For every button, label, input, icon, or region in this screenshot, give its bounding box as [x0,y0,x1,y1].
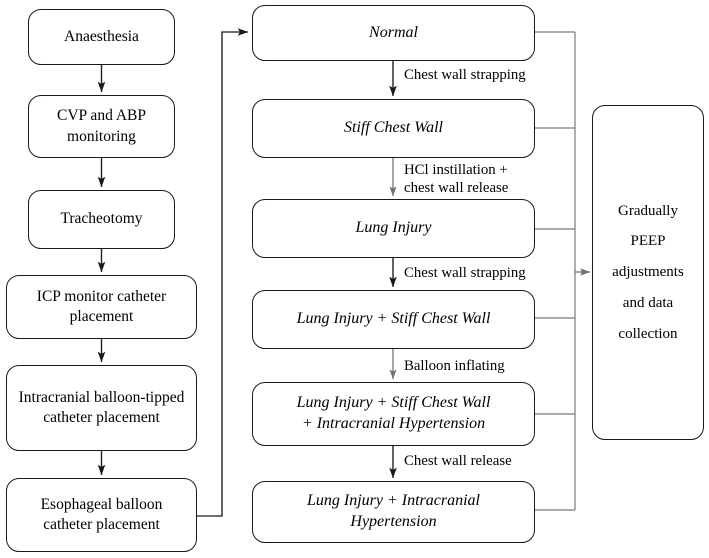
node-anaesthesia[interactable]: Anaesthesia [28,9,175,65]
edge-label-chest-wall-strapping-2: Chest wall strapping [404,265,526,281]
edge-esophageal-to-normal [197,28,249,517]
node-tracheotomy[interactable]: Tracheotomy [28,190,175,249]
node-stiff-chest-wall[interactable]: Stiff Chest Wall [252,99,535,158]
node-lung-injury[interactable]: Lung Injury [252,199,535,258]
edge-label-balloon-inflating: Balloon inflating [404,358,505,374]
edge-label-chest-wall-release: Chest wall release [404,453,512,469]
node-lung-injury-stiff-chest-wall[interactable]: Lung Injury + Stiff Chest Wall [252,290,535,349]
node-normal[interactable]: Normal [252,5,535,61]
edge-label-chest-wall-strapping-1: Chest wall strapping [404,67,526,83]
node-lung-injury-stiff-chest-wall-intracranial-hypertension[interactable]: Lung Injury + Stiff Chest Wall+ Intracra… [252,382,535,446]
edge-label-hcl-instillation-chest-wall-release: HCl instillation +chest wall release [404,162,509,197]
